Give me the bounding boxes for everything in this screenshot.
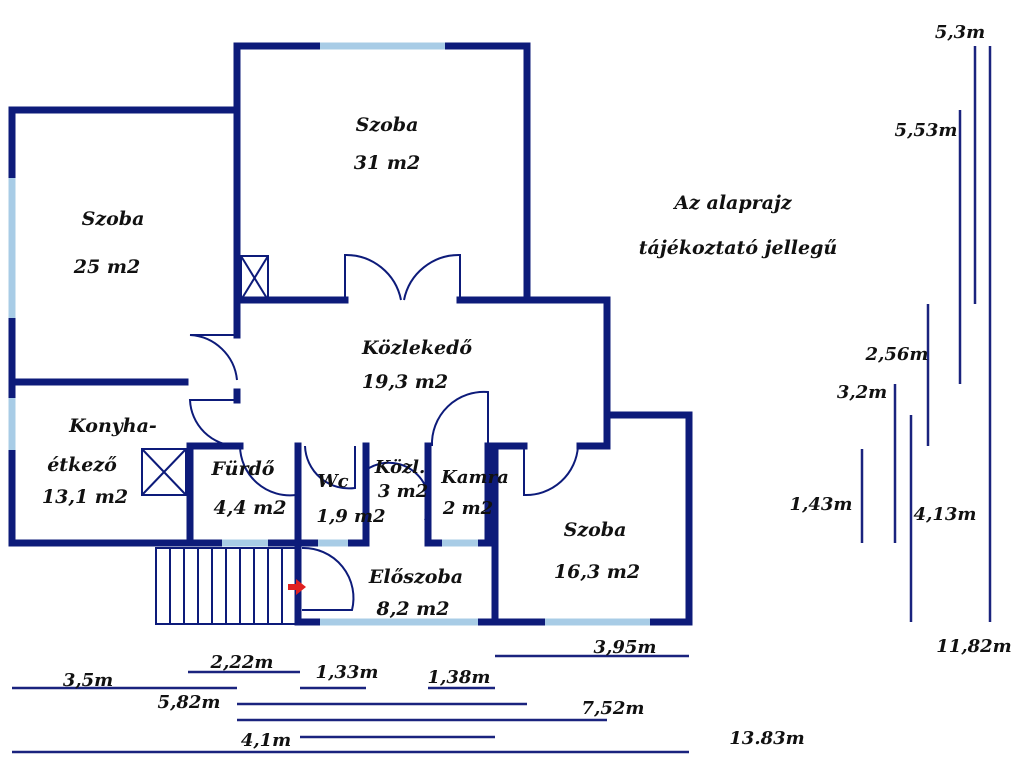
room-szoba-25-area: 25 m2 [73, 256, 140, 278]
dimension-lines [12, 46, 992, 754]
dim-bottom-7-52: 7,52m [582, 698, 645, 719]
dim-bottom-4-1: 4,1m [241, 730, 291, 751]
door-swing-icon [188, 253, 579, 611]
plan-note-line1: Az alaprajz [672, 192, 792, 214]
room-kamra-area: 2 m2 [442, 498, 493, 519]
dim-right-11-82: 11,82m [936, 636, 1011, 657]
room-szoba-16-name: Szoba [564, 519, 627, 541]
room-kamra-name: Kamra [440, 467, 509, 488]
dim-right-2-56: 2,56m [865, 344, 929, 365]
room-kozl-area: 3 m2 [378, 481, 428, 502]
dim-bottom-3-95: 3,95m [594, 637, 657, 658]
dim-right-3-2: 3,2m [837, 382, 887, 403]
shaft-icon [141, 255, 269, 496]
room-furdo-area: 4,4 m2 [214, 497, 287, 519]
room-furdo-name: Fürdő [211, 458, 275, 480]
room-kozl-name: Közl. [374, 457, 426, 478]
dim-bottom-13-83: 13.83m [729, 728, 804, 749]
dim-right-1-43: 1,43m [790, 494, 853, 515]
room-kozlekedo-name: Közlekedő [361, 337, 472, 359]
dim-bottom-1-33: 1,33m [316, 662, 379, 683]
windows [8, 42, 650, 626]
room-konyha-area: 13,1 m2 [42, 486, 128, 508]
dim-right-4-13: 4,13m [914, 504, 977, 525]
plan-note-line2: tájékoztató jellegű [639, 237, 837, 259]
room-szoba-31-name: Szoba [356, 114, 419, 136]
room-konyha-name-2: étkező [47, 454, 117, 476]
room-konyha-name-1: Konyha- [68, 415, 157, 437]
dim-bottom-1-38: 1,38m [428, 667, 491, 688]
room-eloszoba-area: 8,2 m2 [376, 598, 450, 620]
room-szoba-31-area: 31 m2 [354, 152, 420, 174]
dim-right-5-3: 5,3m [935, 22, 985, 43]
dim-bottom-2-22: 2,22m [210, 652, 274, 673]
room-eloszoba-name: Előszoba [368, 566, 463, 588]
dim-bottom-5-82: 5,82m [158, 692, 221, 713]
room-szoba-16-area: 16,3 m2 [554, 561, 640, 583]
room-wc-name: Wc [317, 471, 348, 492]
room-szoba-25-name: Szoba [82, 208, 145, 230]
dim-bottom-3-5: 3,5m [63, 670, 113, 691]
room-wc-area: 1,9 m2 [316, 506, 385, 527]
dim-right-5-53: 5,53m [895, 120, 958, 141]
stairs-icon [155, 547, 299, 625]
room-kozlekedo-area: 19,3 m2 [362, 371, 448, 393]
entrance-arrow-icon [288, 579, 306, 595]
